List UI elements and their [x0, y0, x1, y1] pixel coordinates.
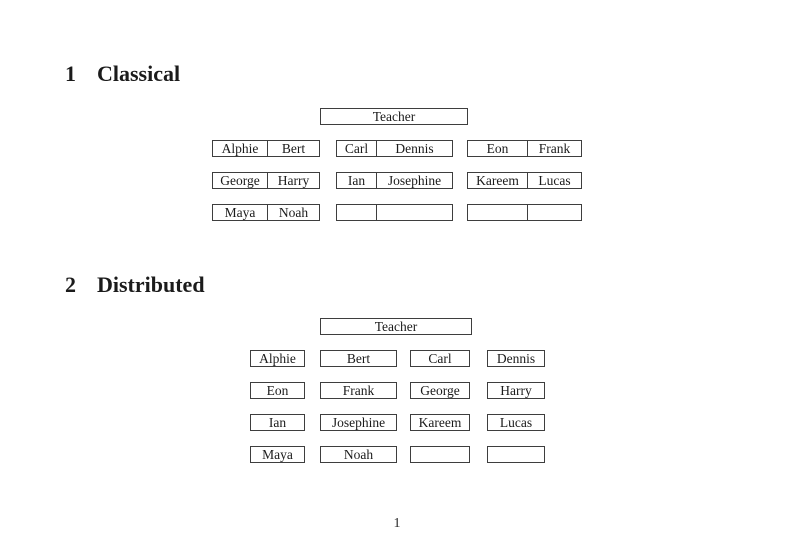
desk-cell	[528, 205, 581, 220]
desk-cell	[377, 205, 452, 220]
teacher-label: Teacher	[374, 319, 418, 334]
desk-cell	[468, 205, 528, 220]
desk-box: Carl Dennis	[336, 140, 453, 157]
desk-cell: George	[213, 173, 268, 188]
section-title: Distributed	[97, 272, 205, 297]
desk-box: Carl	[410, 350, 470, 367]
desk-box: Kareem	[410, 414, 470, 431]
desk-box: Dennis	[487, 350, 545, 367]
desk-cell: Bert	[281, 141, 306, 156]
desk-box: Frank	[320, 382, 397, 399]
desk-cell: Lucas	[538, 173, 571, 188]
desk-box: Harry	[487, 382, 545, 399]
desk-cell: Josephine	[387, 173, 442, 188]
desk-box: Ian	[250, 414, 305, 431]
section-number: 1	[65, 61, 76, 86]
desk-box: George	[410, 382, 470, 399]
desk-cell	[337, 205, 377, 220]
teacher-label: Teacher	[372, 109, 416, 124]
desk-box: Eon Frank	[467, 140, 582, 157]
desk-box: Bert	[320, 350, 397, 367]
desk-box-empty	[410, 446, 470, 463]
teacher-box: Teacher	[320, 108, 468, 125]
desk-box: Noah	[320, 446, 397, 463]
desk-box: Ian Josephine	[336, 172, 453, 189]
section-heading-classical: 1 Classical	[65, 63, 180, 85]
desk-cell: Ian	[337, 173, 377, 188]
teacher-box: Teacher	[320, 318, 472, 335]
section-heading-distributed: 2 Distributed	[65, 274, 205, 296]
desk-box: Maya Noah	[212, 204, 320, 221]
desk-box-empty	[487, 446, 545, 463]
desk-box: Kareem Lucas	[467, 172, 582, 189]
desk-box-empty	[336, 204, 453, 221]
desk-box: Lucas	[487, 414, 545, 431]
desk-box-empty	[467, 204, 582, 221]
desk-cell: Frank	[538, 141, 571, 156]
desk-group: Alphie Bert George Harry Maya Noah	[212, 140, 320, 236]
desk-cell: Kareem	[468, 173, 528, 188]
desk-box: Alphie	[250, 350, 305, 367]
section-title: Classical	[97, 61, 181, 86]
desk-box: Eon	[250, 382, 305, 399]
desk-box: Alphie Bert	[212, 140, 320, 157]
desk-cell: Noah	[278, 205, 309, 220]
desk-group: Eon Frank Kareem Lucas	[467, 140, 582, 236]
desk-box: Maya	[250, 446, 305, 463]
desk-cell: Harry	[277, 173, 310, 188]
desk-box: George Harry	[212, 172, 320, 189]
desk-group: Carl Dennis Ian Josephine	[336, 140, 453, 236]
page-number: 1	[393, 516, 401, 531]
desk-box: Josephine	[320, 414, 397, 431]
desk-cell: Carl	[337, 141, 377, 156]
desk-cell: Dennis	[395, 141, 434, 156]
desk-cell: Eon	[468, 141, 528, 156]
desk-cell: Maya	[213, 205, 268, 220]
section-number: 2	[65, 272, 76, 297]
desk-cell: Alphie	[213, 141, 268, 156]
